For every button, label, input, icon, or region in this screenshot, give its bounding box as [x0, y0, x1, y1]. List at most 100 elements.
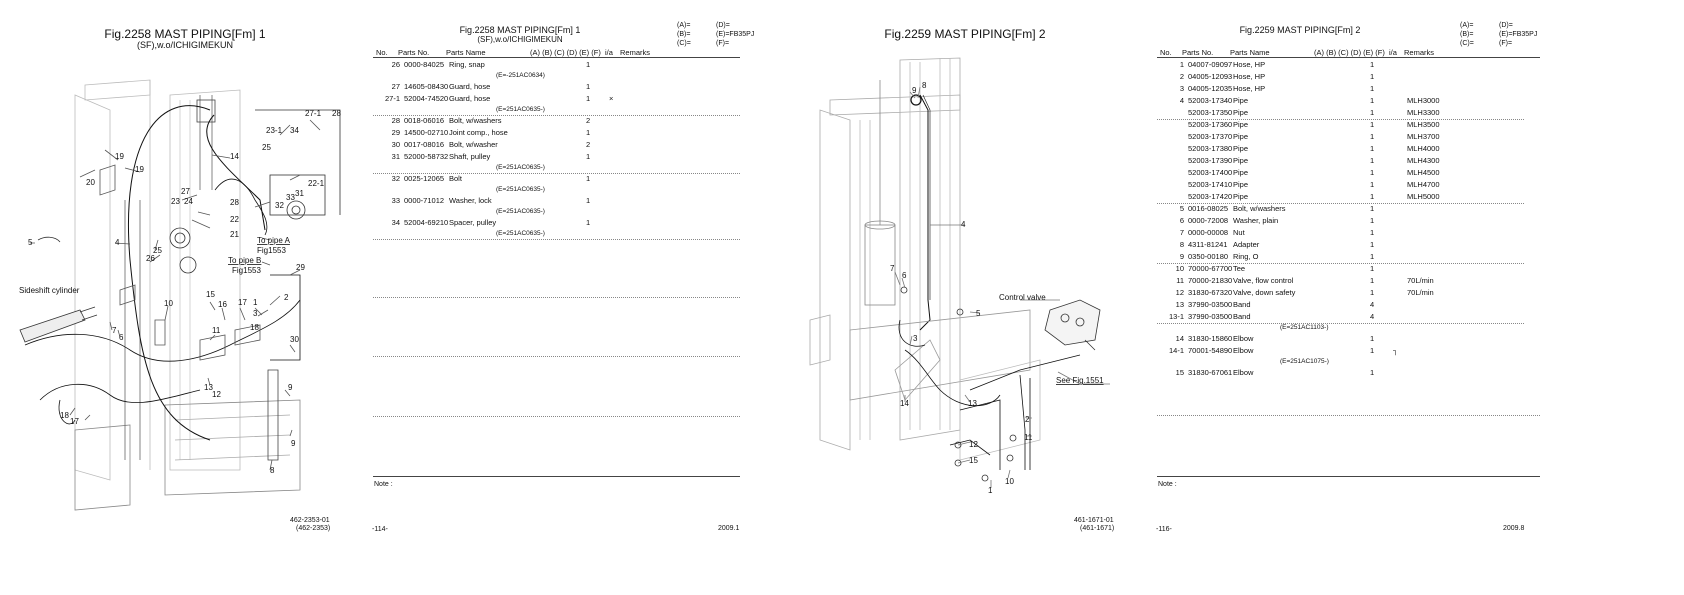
parts-number: 04005-12035	[1188, 84, 1233, 93]
svg-text:13: 13	[204, 383, 213, 392]
right-code-d: (D)=	[1499, 22, 1513, 29]
parts-name: Valve, down safety	[1233, 288, 1296, 297]
svg-text:2: 2	[284, 293, 289, 302]
parts-number: 0017-08016	[404, 140, 445, 149]
remarks: MLH4700	[1407, 180, 1440, 189]
item-number: 11	[1176, 276, 1184, 285]
svg-text:15: 15	[206, 290, 215, 299]
parts-number: 52003-17380	[1188, 144, 1233, 153]
right-rule	[1157, 415, 1540, 416]
parts-name: Guard, hose	[449, 94, 491, 103]
svg-text:19: 19	[115, 152, 124, 161]
col-parts-no: Parts No.	[398, 48, 430, 57]
quantity: 1	[1370, 228, 1375, 237]
item-number: 27-1	[384, 94, 400, 103]
parts-name: Washer, lock	[449, 196, 492, 205]
svg-text:18: 18	[250, 323, 259, 332]
svg-text:27-1: 27-1	[305, 109, 322, 118]
svg-text:34: 34	[290, 126, 299, 135]
col-remarks: Remarks	[1404, 48, 1435, 57]
parts-number: 52003-17400	[1188, 168, 1233, 177]
quantity: 1	[1370, 180, 1375, 189]
item-number: 7	[1179, 228, 1184, 237]
quantity: 1	[1370, 276, 1375, 285]
parts-number: 04007-09097	[1188, 60, 1233, 69]
quantity: 1	[1370, 368, 1375, 377]
parts-name: Pipe	[1233, 132, 1249, 141]
quantity: 1	[586, 128, 591, 137]
col-parts-name: Parts Name	[1230, 48, 1270, 57]
quantity: 1	[1370, 240, 1375, 249]
parts-name: Pipe	[1233, 192, 1249, 201]
quantity: 1	[1370, 168, 1375, 177]
svg-text:Fig1553: Fig1553	[257, 246, 286, 255]
item-number: 14	[1175, 334, 1184, 343]
svg-text:14: 14	[230, 152, 239, 161]
interchange-mark: ┐	[1393, 346, 1399, 355]
right-header-rule	[1157, 57, 1540, 58]
remarks: 70L/min	[1407, 288, 1434, 297]
left-rule	[373, 297, 740, 298]
svg-text:28: 28	[332, 109, 341, 118]
svg-text:22: 22	[230, 215, 239, 224]
parts-name: Pipe	[1233, 96, 1249, 105]
item-number: 13-1	[1168, 312, 1184, 321]
right-note-rule	[1157, 476, 1540, 477]
left-code-f: (F)=	[716, 40, 730, 47]
left-figure-ref2: (462-2353)	[296, 525, 331, 532]
remarks: MLH3000	[1407, 96, 1440, 105]
parts-name: Pipe	[1233, 120, 1249, 129]
svg-text:8: 8	[922, 81, 927, 90]
quantity: 1	[1370, 204, 1375, 213]
remarks: MLH3500	[1407, 120, 1440, 129]
item-number: 33	[391, 196, 400, 205]
parts-name: Washer, plain	[1233, 216, 1279, 225]
svg-text:21: 21	[230, 230, 239, 239]
parts-number: 52003-17340	[1188, 96, 1233, 105]
svg-text:27: 27	[181, 187, 190, 196]
right-code-c: (C)=	[1460, 40, 1474, 47]
left-figure-ref: 462-2353-01	[290, 517, 330, 524]
col-ia: i/a	[1389, 48, 1397, 57]
remarks: MLH4500	[1407, 168, 1440, 177]
item-number: 14-1	[1168, 346, 1184, 355]
svg-text:8: 8	[270, 466, 275, 475]
parts-name: Pipe	[1233, 108, 1249, 117]
svg-text:4: 4	[115, 238, 120, 247]
row-note: (E=251AC0635-)	[376, 230, 736, 240]
left-figure-subtitle: (SF),w.o/ICHIGIMEKUN	[136, 40, 233, 50]
left-table-title: Fig.2258 MAST PIPING[Fm] 1	[459, 25, 581, 35]
parts-number: 70001-54890	[1188, 346, 1233, 355]
parts-number: 0000-00008	[1188, 228, 1229, 237]
parts-name: Pipe	[1233, 144, 1249, 153]
quantity: 1	[1370, 96, 1375, 105]
right-date: 2009.8	[1503, 525, 1525, 532]
parts-name: Shaft, pulley	[449, 152, 491, 161]
item-number: 30	[391, 140, 400, 149]
row-note: (E=251AC0635-)	[376, 164, 736, 174]
remarks: 70L/min	[1407, 276, 1434, 285]
row-divider	[373, 239, 740, 240]
quantity: 1	[586, 152, 591, 161]
right-figure-ref2: (461-1671)	[1080, 525, 1115, 532]
parts-name: Guard, hose	[449, 82, 491, 91]
quantity: 1	[586, 94, 591, 103]
parts-number: 04005-12093	[1188, 72, 1233, 81]
svg-text:14: 14	[900, 399, 909, 408]
serial-note: (E=-251AC0634)	[496, 72, 545, 79]
svg-text:4: 4	[961, 220, 966, 229]
item-number: 2	[1179, 72, 1184, 81]
quantity: 1	[1370, 60, 1375, 69]
svg-text:11: 11	[212, 326, 221, 335]
